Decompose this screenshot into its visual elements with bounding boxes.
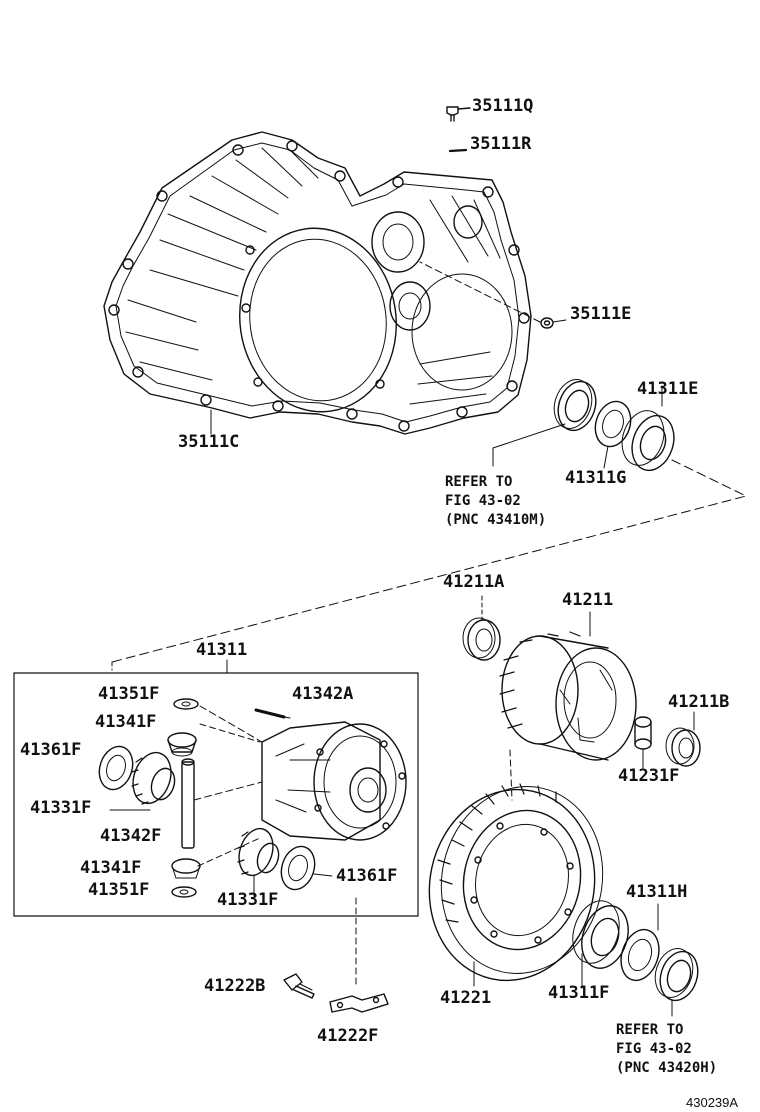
part-label-41351F-bottom[interactable]: 41351F [88,880,150,900]
figure-id: 430239A [686,1095,739,1110]
part-label-41222F[interactable]: 41222F [317,1026,379,1046]
pinion-washer-bottom-drawing [171,886,197,898]
part-label-41311G[interactable]: 41311G [565,468,627,488]
reference-note-lower-line1: REFER TO [616,1022,684,1038]
pin-drawing [448,148,468,153]
pinion-shaft-pin-drawing [254,708,291,719]
pinion-shaft-drawing [181,758,263,849]
ring-gear-drawing [428,783,604,987]
pinion-gear-bottom-drawing [171,858,201,879]
differential-case-box [13,672,419,917]
part-label-41311F[interactable]: 41311F [548,983,610,1003]
reference-note-upper-line1: REFER TO [445,474,513,490]
breather-plug-drawing [446,106,471,122]
part-label-41361F-left[interactable]: 41361F [20,740,82,760]
part-label-41351F-top[interactable]: 41351F [98,684,160,704]
side-gear-washer-right-drawing [280,845,333,891]
side-gear-left-drawing [109,751,176,811]
part-label-41211[interactable]: 41211 [562,590,614,610]
side-gear-washer-left-drawing [98,745,134,791]
shim-upper-drawing [594,400,632,469]
speedometer-gear-drawing [634,716,652,769]
part-label-41361F-right[interactable]: 41361F [336,866,398,886]
pinion-washer-top-drawing [173,698,263,743]
oil-seal-lower-drawing [654,948,699,1017]
bearing-upper-drawing [621,385,675,472]
part-label-41311H[interactable]: 41311H [626,882,688,902]
bearing-41211A-drawing [462,595,501,661]
part-label-41311E[interactable]: 41311E [637,379,699,399]
part-label-41221[interactable]: 41221 [440,988,492,1008]
side-gear-right-drawing [237,827,280,897]
part-label-41211A[interactable]: 41211A [443,572,505,592]
part-label-35111R[interactable]: 35111R [470,134,532,154]
part-label-41342F[interactable]: 41342F [100,826,162,846]
part-label-41341F-top[interactable]: 41341F [95,712,157,732]
transaxle-housing-drawing [103,131,532,435]
part-label-41311[interactable]: 41311 [196,640,248,660]
assembly-phantom-line-upper [111,459,747,663]
drain-plug-drawing [419,261,567,329]
assembly-phantom-line-gear [509,749,513,801]
reference-note-upper-line3: (PNC 43410M) [445,512,547,528]
shim-lower-drawing [620,903,660,982]
reference-note-upper-line2: FIG 43-02 [445,493,521,509]
differential-drive-gear-drawing [499,611,637,761]
part-label-35111C[interactable]: 35111C [178,432,240,452]
reference-note-lower-line2: FIG 43-02 [616,1041,692,1057]
part-label-41222B[interactable]: 41222B [204,976,266,996]
reference-note-upper: REFER TO FIG 43-02 (PNC 43410M) [445,473,546,530]
part-label-35111E[interactable]: 35111E [570,304,632,324]
bearing-41211B-drawing [665,711,701,767]
part-label-41231F[interactable]: 41231F [618,766,680,786]
part-label-41341F-bottom[interactable]: 41341F [80,858,142,878]
differential-case-drawing [261,721,407,841]
pinion-gear-top-drawing [167,732,197,757]
ring-gear-bolt-drawing [283,973,315,999]
ring-gear-plate-drawing [329,993,389,1013]
part-label-41342A[interactable]: 41342A [292,684,354,704]
oil-seal-upper-drawing [492,379,597,467]
reference-note-lower-line3: (PNC 43420H) [616,1060,718,1076]
part-label-41211B[interactable]: 41211B [668,692,730,712]
part-label-35111Q[interactable]: 35111Q [472,96,534,116]
reference-note-lower: REFER TO FIG 43-02 (PNC 43420H) [616,1021,717,1078]
part-label-41331F-bottom[interactable]: 41331F [217,890,279,910]
part-label-41331F-left[interactable]: 41331F [30,798,92,818]
